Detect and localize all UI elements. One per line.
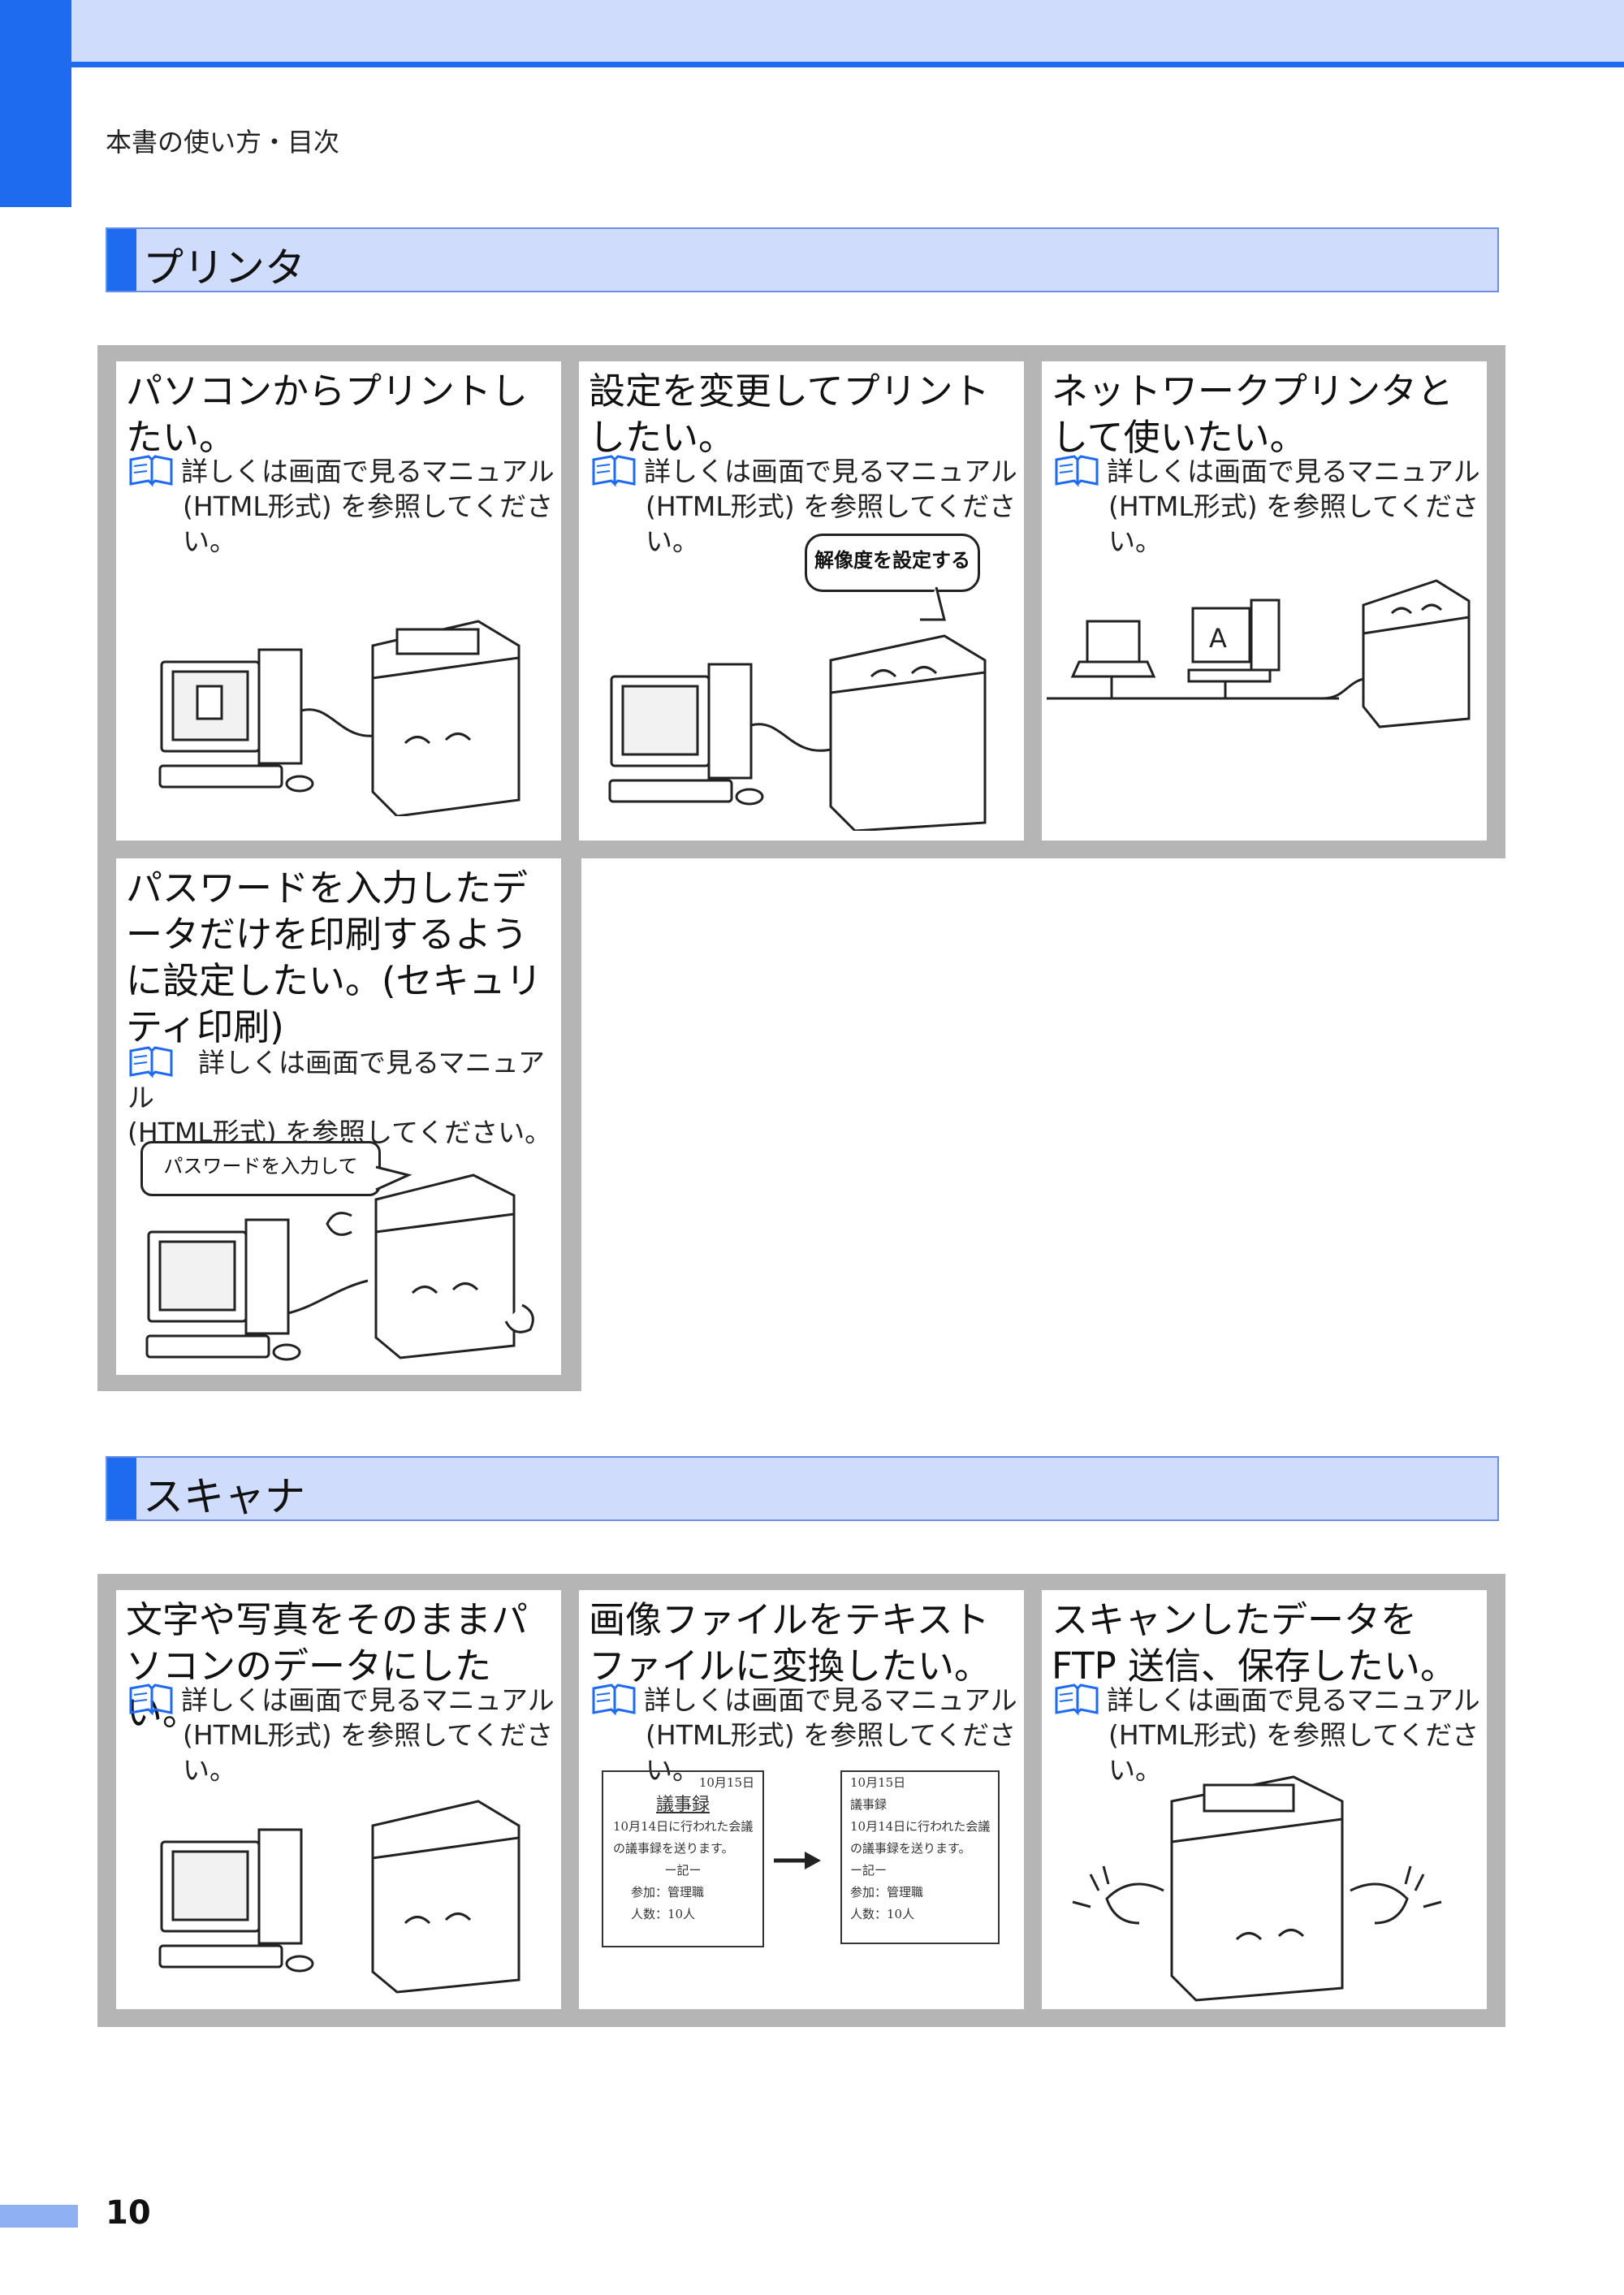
manual-book-icon (1055, 455, 1099, 487)
doc-title: 議事録 (655, 1795, 710, 1815)
panel-scan-to-pc: 文字や写真をそのままパソコンのデータにしたい。 詳しくは画面で見るマニュアル (… (116, 1590, 561, 2009)
page-number: 10 (106, 2194, 151, 2232)
section-accent (107, 1458, 136, 1519)
pc-printer-illustration (608, 587, 987, 831)
panel-title: スキャンしたデータを FTP 送信、保存したい。 (1052, 1598, 1458, 1688)
breadcrumb: 本書の使い方・目次 (106, 127, 340, 158)
top-rule (0, 62, 1624, 67)
manual-reference: 詳しくは画面で見るマニュアル (HTML形式) を参照してください。 (590, 1683, 1017, 1787)
panel-secure-print: パスワードを入力したデータだけを印刷するように設定したい。(セキュリティ印刷) … (116, 858, 561, 1375)
converted-document: 10月15日 議事録 10月14日に行われた会議 の議事録を送ります。 ー記ー … (840, 1770, 1000, 1944)
manual-reference: 詳しくは画面で見るマニュアル (HTML形式) を参照してください。 (127, 454, 555, 559)
manual-reference: 詳しくは画面で見るマニュアル (HTML形式) を参照してください。 (1053, 454, 1480, 559)
doc-line: 人数：10人 (850, 1907, 915, 1921)
doc-line: ー記ー (850, 1863, 888, 1878)
page-number-bar (0, 2205, 78, 2228)
ref-line1: 詳しくは画面で見るマニュアル (644, 1684, 1017, 1716)
ref-line1: 詳しくは画面で見るマニュアル (644, 456, 1017, 487)
panel-print-with-settings: 設定を変更してプリントしたい。 詳しくは画面で見るマニュアル (HTML形式) … (579, 361, 1024, 841)
top-band (0, 0, 1624, 62)
doc-line: 参加：管理職 (850, 1885, 924, 1900)
section-header-scanner: スキャナ (106, 1456, 1499, 1521)
manual-reference: 詳しくは画面で見るマニュアル (HTML形式) を参照してください。 (127, 1045, 555, 1150)
manual-book-icon (129, 1046, 173, 1078)
arrow-right-icon (774, 1852, 821, 1869)
manual-reference: 詳しくは画面で見るマニュアル (HTML形式) を参照してください。 (1053, 1683, 1480, 1787)
section-header-printer: プリンタ (106, 227, 1499, 292)
network-illustration: A (1047, 579, 1471, 728)
manual-reference: 詳しくは画面で見るマニュアル (HTML形式) を参照してください。 (590, 454, 1017, 559)
ref-line2: (HTML形式) を参照してください。 (183, 491, 554, 557)
panel-title: ネットワークプリンタとして使いたい。 (1052, 370, 1454, 459)
speech-bubble: 解像度を設定する (805, 534, 980, 592)
section-accent (107, 229, 136, 291)
side-tab (0, 0, 71, 207)
ref-line1: 詳しくは画面で見るマニュアル (127, 1047, 546, 1113)
panel-image-to-text: 画像ファイルをテキストファイルに変換したい。 詳しくは画面で見るマニュアル (H… (579, 1590, 1024, 2009)
manual-reference: 詳しくは画面で見るマニュアル (HTML形式) を参照してください。 (127, 1683, 555, 1787)
doc-line: 人数：10人 (631, 1907, 696, 1921)
speech-bubble: パスワードを入力して (140, 1141, 381, 1196)
pc-printer-illustration (158, 620, 520, 816)
ref-line2: (HTML形式) を参照してください。 (1108, 1719, 1479, 1786)
doc-title: 議事録 (850, 1797, 888, 1812)
panel-print-from-pc: パソコンからプリントしたい。 詳しくは画面で見るマニュアル (HTML形式) を… (116, 361, 561, 841)
doc-line: ー記ー (664, 1863, 702, 1878)
doc-line: 参加：管理職 (631, 1885, 705, 1900)
ref-line2: (HTML形式) を参照してください。 (183, 1719, 554, 1786)
panel-title: 文字や写真をそのままパソコンのデータにしたい。 (126, 1598, 529, 1734)
ref-line1: 詳しくは画面で見るマニュアル (181, 1684, 555, 1716)
panel-scan-to-ftp: スキャンしたデータを FTP 送信、保存したい。 詳しくは画面で見るマニュアル … (1042, 1590, 1487, 2009)
doc-date: 10月15日 (698, 1775, 754, 1790)
doc-line: 10月14日に行われた会議 (613, 1819, 754, 1834)
doc-line: の議事録を送ります。 (613, 1841, 734, 1856)
panel-title: パスワードを入力したデータだけを印刷するように設定したい。(セキュリティ印刷) (126, 867, 542, 1048)
ref-line2: (HTML形式) を参照してください。 (1108, 491, 1479, 557)
section-title-scanner: スキャナ (143, 1473, 305, 1520)
manual-book-icon (592, 455, 636, 487)
source-document: 10月15日 議事録 10月14日に行われた会議 の議事録を送ります。 ー記ー … (602, 1770, 764, 1947)
ref-line2: (HTML形式) を参照してください。 (646, 1719, 1017, 1786)
mfc-character-illustration (1072, 1775, 1442, 2002)
screen-letter: A (1209, 623, 1227, 654)
manual-book-icon (129, 1683, 173, 1716)
panel-title: 設定を変更してプリントしたい。 (589, 370, 990, 459)
manual-book-icon (592, 1683, 636, 1716)
ref-line2: (HTML形式) を参照してください。 (646, 491, 1017, 557)
ref-line1: 詳しくは画面で見るマニュアル (1107, 1684, 1480, 1716)
ref-line1: 詳しくは画面で見るマニュアル (1107, 456, 1480, 487)
panel-network-printer: ネットワークプリンタとして使いたい。 詳しくは画面で見るマニュアル (HTML形… (1042, 361, 1487, 841)
doc-line: の議事録を送ります。 (850, 1841, 971, 1856)
doc-line: 10月14日に行われた会議 (850, 1819, 991, 1834)
doc-date: 10月15日 (850, 1775, 906, 1790)
ref-line1: 詳しくは画面で見るマニュアル (181, 456, 555, 487)
pc-printer-illustration (145, 1165, 534, 1361)
panel-title: パソコンからプリントしたい。 (126, 370, 529, 459)
pc-scanner-illustration (158, 1800, 520, 1994)
manual-book-icon (129, 455, 173, 487)
manual-book-icon (1055, 1683, 1099, 1716)
section-title-printer: プリンタ (143, 244, 305, 292)
panel-title: 画像ファイルをテキストファイルに変換したい。 (589, 1598, 991, 1688)
